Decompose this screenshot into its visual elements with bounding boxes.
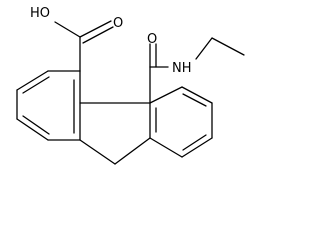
bond [149,137,183,158]
carboxylic-acid-group: HO O [30,6,123,72]
bond [211,37,245,56]
five-membered-ring [79,102,151,165]
bond [114,137,151,165]
aromatic-bond [22,115,50,135]
double-bond [79,20,112,38]
aromatic-bond [22,76,50,94]
bond [16,118,49,141]
molecule-structure: HO O O NH [16,6,245,165]
bond [79,139,116,165]
bond [149,86,183,104]
amide-group: O NH [147,32,245,104]
left-benzene-ring [16,70,81,141]
right-benzene-ring [149,86,213,158]
amide-nitrogen-label: NH [172,61,192,76]
bond [181,86,213,104]
bond [181,137,213,158]
acid-oxygen-label: O [113,16,123,31]
aromatic-bond [182,134,207,151]
amide-oxygen-label: O [147,32,157,47]
bond [16,70,49,91]
bond [54,21,81,38]
hydroxyl-label: HO [30,6,50,21]
bond [195,37,213,60]
double-bond [82,26,114,44]
aromatic-bond [182,93,207,107]
